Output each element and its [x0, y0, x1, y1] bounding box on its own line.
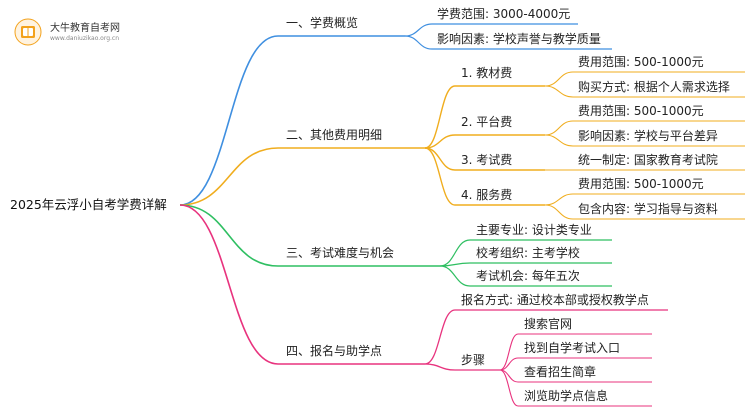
- logo-title: 大牛教育自考网: [50, 23, 120, 34]
- connector-fee2-leaf1: [544, 120, 574, 136]
- branch-fee-overview: 一、学费概览: [286, 16, 359, 30]
- logo-subtitle: www.daniuzikao.org.cn: [50, 35, 120, 42]
- leaf-exam-opportunity: 考试机会: 每年五次: [476, 269, 580, 283]
- fee-service: 4. 服务费: [461, 188, 513, 202]
- connector-root-b4: [179, 204, 279, 365]
- leaf-tuition-range: 学费范围: 3000-4000元: [437, 7, 571, 21]
- connector-fee2-leaf2: [544, 134, 574, 147]
- leaf-registration-method: 报名方式: 通过校本部或授权教学点: [461, 293, 649, 307]
- connector-fee1-leaf1: [544, 71, 574, 87]
- leaf-service-range: 费用范围: 500-1000元: [578, 177, 704, 191]
- leaf-service-content: 包含内容: 学习指导与资料: [578, 202, 718, 216]
- connector-fee4-leaf2: [544, 204, 574, 220]
- connector-root-b3: [179, 204, 279, 267]
- leaf-school-exam: 校考组织: 主考学校: [476, 246, 580, 260]
- logo: 大牛教育自考网 www.daniuzikao.org.cn: [14, 15, 134, 49]
- branch-other-fees: 二、其他费用明细: [286, 128, 383, 142]
- connector-b1-leaf2: [404, 35, 433, 50]
- fee-exam: 3. 考试费: [461, 153, 513, 167]
- connector-fee4-leaf1: [544, 193, 574, 206]
- connector-b1-leaf1: [404, 23, 433, 37]
- connector-step1: [499, 333, 519, 371]
- connector-b4-method: [424, 309, 456, 365]
- leaf-exam-authority: 统一制定: 国家教育考试院: [578, 153, 718, 167]
- connector-root-b2: [179, 147, 279, 206]
- steps-node: 步骤: [461, 353, 486, 367]
- connector-fee1-leaf2: [544, 85, 574, 98]
- fee-textbook: 1. 教材费: [461, 66, 513, 80]
- step-search-site: 搜索官网: [524, 317, 573, 331]
- branch-registration: 四、报名与助学点: [286, 344, 383, 358]
- connector-b2-fee2: [424, 134, 456, 149]
- step-browse-centers: 浏览助学点信息: [524, 389, 609, 403]
- leaf-platform-factors: 影响因素: 学校与平台差异: [578, 129, 718, 143]
- connector-step2: [499, 357, 519, 371]
- leaf-platform-range: 费用范围: 500-1000元: [578, 104, 704, 118]
- root-node: 2025年云浮小自考学费详解: [10, 197, 167, 212]
- connector-b2-fee4: [424, 147, 456, 206]
- leaf-tuition-factors: 影响因素: 学校声誉与教学质量: [437, 32, 601, 46]
- branch-difficulty: 三、考试难度与机会: [286, 246, 395, 260]
- leaf-textbook-purchase: 购买方式: 根据个人需求选择: [578, 80, 730, 94]
- connector-b2-fee1: [424, 85, 456, 149]
- connector-b3-leaf3: [439, 265, 471, 287]
- leaf-main-major: 主要专业: 设计类专业: [476, 223, 592, 237]
- connector-root-b1: [179, 35, 279, 206]
- step-find-entry: 找到自学考试入口: [524, 341, 621, 355]
- connector-b3-leaf1: [439, 239, 471, 267]
- connector-b2-fee3: [424, 147, 456, 171]
- connector-step4: [499, 369, 519, 407]
- leaf-textbook-range: 费用范围: 500-1000元: [578, 55, 704, 69]
- book-logo-icon: [14, 18, 42, 46]
- fee-platform: 2. 平台费: [461, 115, 513, 129]
- step-view-brochure: 查看招生简章: [524, 365, 597, 379]
- connector-b4-steps: [424, 363, 456, 371]
